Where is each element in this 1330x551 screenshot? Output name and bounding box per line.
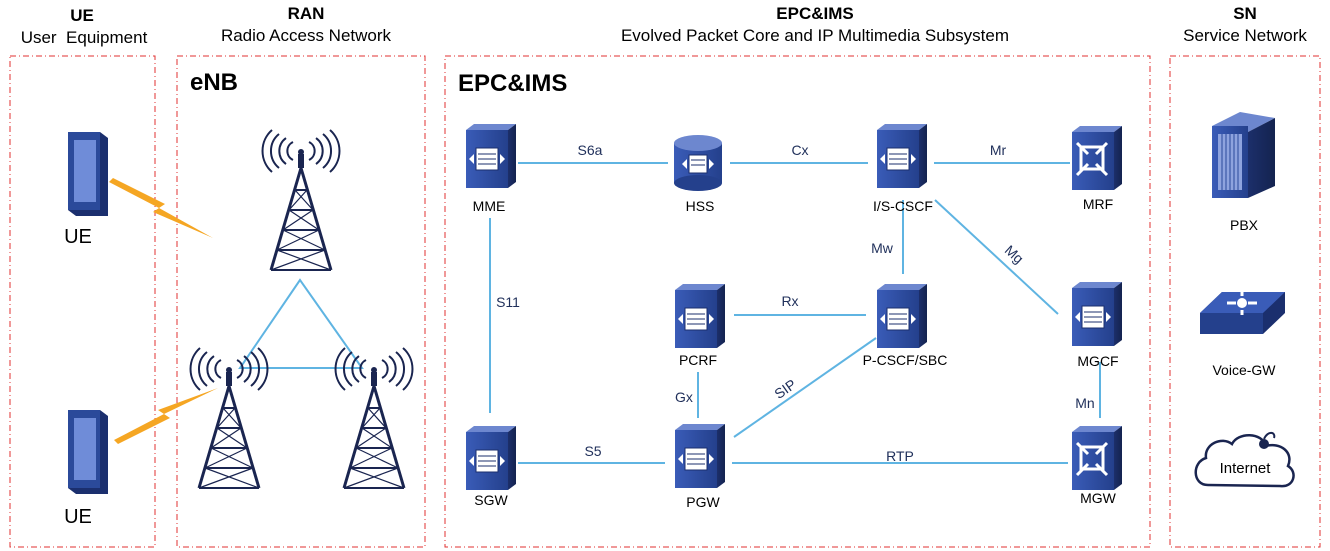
pbx-label: PBX <box>1230 217 1259 233</box>
iscscf-node-icon <box>876 123 928 189</box>
pcscf-label: P-CSCF/SBC <box>863 352 948 368</box>
epc-section-title: EPC&IMS <box>776 4 853 23</box>
interface-mn-label: Mn <box>1075 395 1094 411</box>
ue-tablet-icon <box>68 410 108 494</box>
pcrf-node-icon <box>674 283 726 349</box>
interface-gx-label: Gx <box>675 389 693 405</box>
epc-ims-region <box>444 55 1151 548</box>
voice-gateway-icon <box>1200 291 1285 334</box>
hss-label: HSS <box>686 198 715 214</box>
epc-ims-heading: EPC&IMS <box>458 70 567 97</box>
ue-section-subtitle: User Equipment <box>21 28 148 47</box>
mme-label: MME <box>473 198 506 214</box>
pgw-label: PGW <box>686 494 720 510</box>
enb-heading: eNB <box>190 69 238 96</box>
ue-tablet-icon <box>68 132 108 216</box>
interface-s5-label: S5 <box>584 443 601 459</box>
mgw-label: MGW <box>1080 490 1117 506</box>
wireless-link-icon <box>114 388 218 444</box>
voice-gw-label: Voice-GW <box>1212 362 1276 378</box>
interface-s11-label: S11 <box>496 294 520 310</box>
sn-section-title: SN <box>1233 4 1257 23</box>
ue-device-label: UE <box>64 226 92 248</box>
epc-section-subtitle: Evolved Packet Core and IP Multimedia Su… <box>621 26 1009 45</box>
ran-region <box>176 55 426 548</box>
interface-s6a-label: S6a <box>578 142 603 158</box>
interface-mg-label: Mg <box>1002 242 1027 267</box>
pgw-node-icon <box>674 423 726 489</box>
interface-rtp-label: RTP <box>886 448 914 464</box>
enb-x2-triangle <box>238 278 364 369</box>
pcscf-node-icon <box>876 283 928 349</box>
pcrf-label: PCRF <box>679 352 717 368</box>
internet-cloud-icon <box>1194 431 1295 488</box>
internet-label: Internet <box>1220 460 1272 477</box>
mgcf-node-icon <box>1071 281 1123 347</box>
ran-section-title: RAN <box>288 4 325 23</box>
interface-rx-label: Rx <box>781 293 798 309</box>
ue-device-label: UE <box>64 506 92 528</box>
mgw-node-icon <box>1070 424 1124 492</box>
interface-mw-label: Mw <box>871 240 894 256</box>
mrf-label: MRF <box>1083 196 1113 212</box>
pbx-server-icon <box>1212 112 1275 198</box>
mrf-node-icon <box>1070 124 1124 192</box>
iscscf-label: I/S-CSCF <box>873 198 933 214</box>
sn-section-subtitle: Service Network <box>1183 26 1307 45</box>
link-mg <box>934 199 1059 315</box>
sgw-node-icon <box>465 425 517 491</box>
interface-cx-label: Cx <box>791 142 808 158</box>
ran-section-subtitle: Radio Access Network <box>221 26 392 45</box>
interface-mr-label: Mr <box>990 142 1007 158</box>
ue-region <box>9 55 156 548</box>
interface-sip-label: SIP <box>771 376 799 402</box>
wireless-link-icon <box>109 178 213 238</box>
mme-node-icon <box>465 123 517 189</box>
mgcf-label: MGCF <box>1077 353 1118 369</box>
sgw-label: SGW <box>474 492 508 508</box>
ue-section-title: UE <box>70 6 94 25</box>
hss-database-icon <box>673 134 723 192</box>
enb-tower-icon <box>261 128 341 272</box>
sn-region <box>1169 55 1321 548</box>
link-sip <box>733 337 877 438</box>
